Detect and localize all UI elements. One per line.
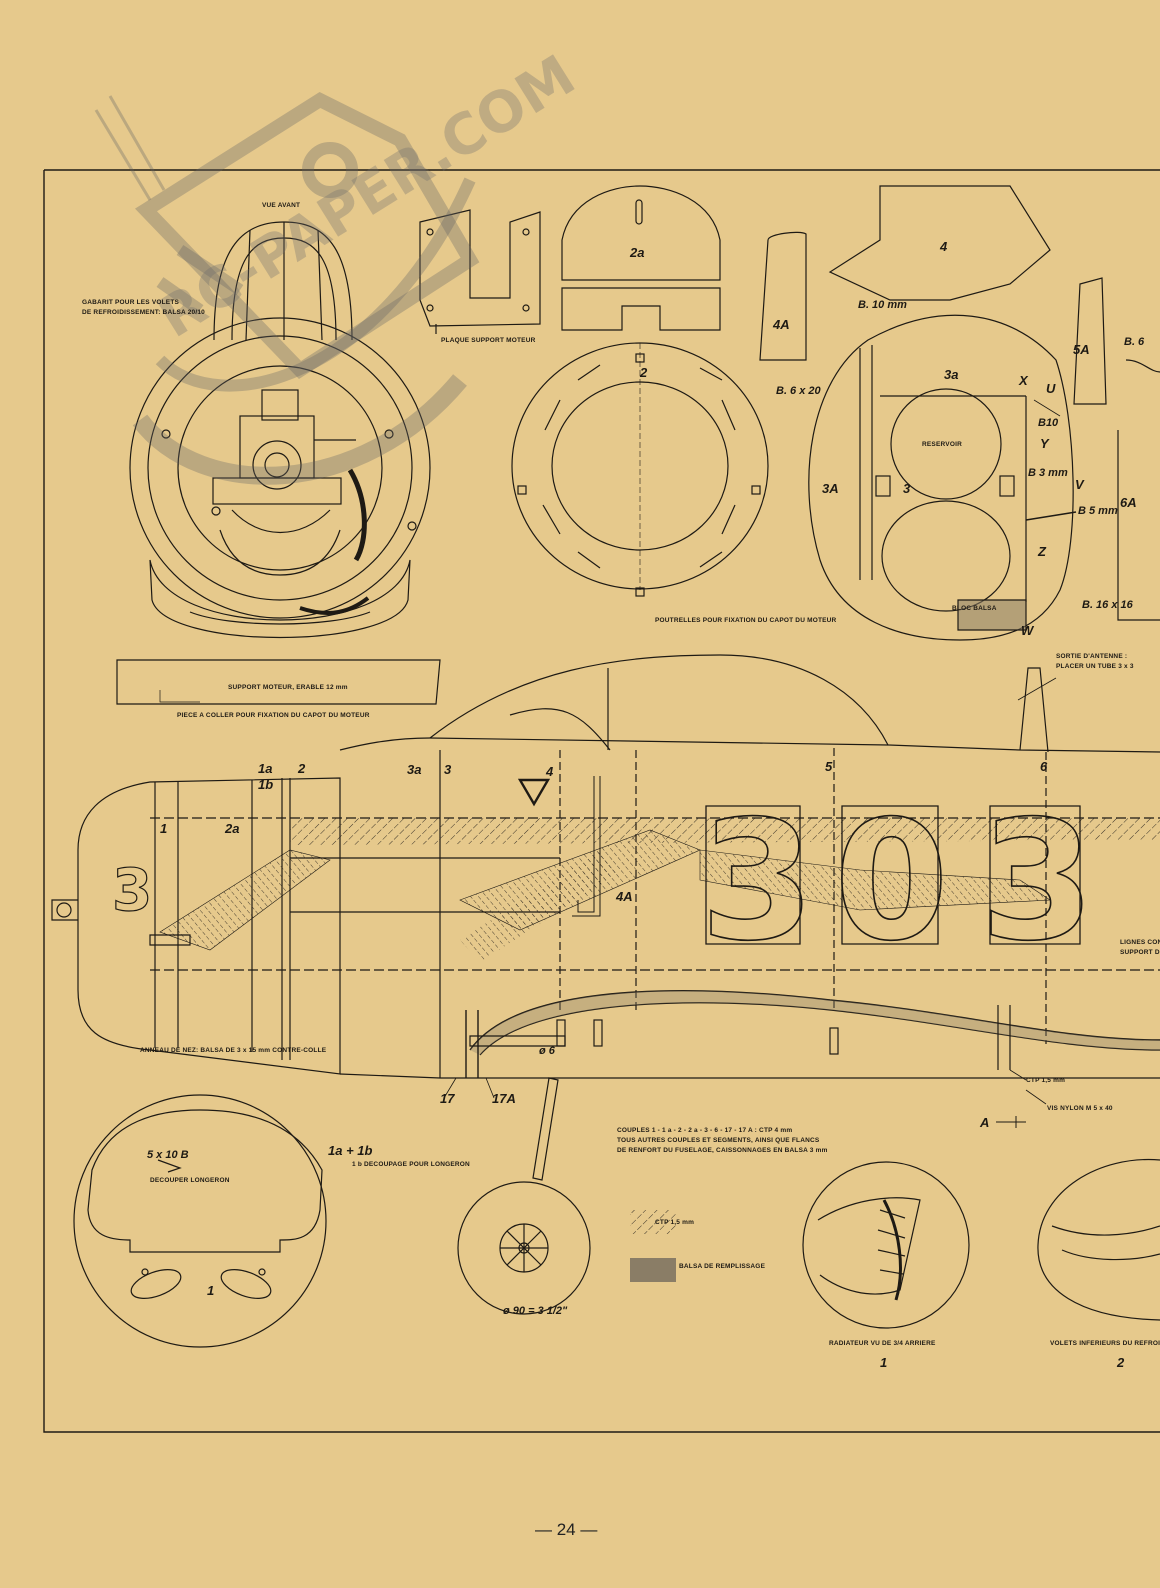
label-couples-2: TOUS AUTRES COUPLES ET SEGMENTS, AINSI Q… (617, 1137, 820, 1144)
registration-numerals (705, 805, 1081, 945)
label-lW: W (1021, 623, 1034, 638)
label-reservoir: RESERVOIR (922, 441, 962, 448)
label-roue: ø 90 = 3 1/2" (503, 1305, 568, 1317)
label-s5: 5 (825, 759, 833, 774)
label-ctp15a: CTP 1,5 mm (1026, 1077, 1066, 1084)
former-4A (759, 231, 807, 361)
former-1 (73, 1094, 327, 1348)
label-s1: 1 (160, 821, 168, 836)
label-vue-avant: VUE AVANT (262, 202, 301, 209)
flaps-detail (1037, 1158, 1160, 1321)
motor-mount-plate (419, 209, 541, 334)
label-p4A: 4A (773, 317, 790, 332)
label-p5A: 5A (1073, 342, 1090, 357)
label-s6: 6 (1040, 759, 1048, 774)
label-b6: B. 6 (1124, 336, 1145, 348)
page-frame (43, 169, 1160, 1433)
label-s17: 17 (440, 1091, 455, 1106)
label-lU: U (1046, 381, 1056, 396)
label-p3: 3 (903, 481, 911, 496)
label-fig2: 2 (1117, 1355, 1125, 1370)
label-p2-top: 2 (640, 365, 648, 380)
label-b10b: B10 (1038, 417, 1059, 429)
label-gabarit-1: GABARIT POUR LES VOLETS (82, 299, 180, 306)
label-p2a-top: 2a (630, 245, 645, 260)
numeral-3-first: 3 (700, 785, 815, 977)
label-ctp15b: CTP 1,5 mm (655, 1219, 695, 1226)
triangle-marking (517, 778, 551, 807)
numeral-0: 0 (834, 785, 949, 977)
label-s4A: 4A (616, 889, 633, 904)
label-s1a1b: 1a + 1b (328, 1143, 373, 1158)
label-b16: B. 16 x 16 (1082, 599, 1133, 611)
label-radiateur: RADIATEUR VU DE 3/4 ARRIERE (829, 1340, 936, 1347)
legend-ctp-swatch (630, 1210, 676, 1234)
former-2 (511, 342, 769, 597)
label-plaque: PLAQUE SUPPORT MOTEUR (441, 337, 536, 344)
legend-balsa-swatch (630, 1258, 676, 1282)
label-gabarit-2: DE REFROIDISSEMENT: BALSA 20/10 (82, 309, 205, 316)
label-lA: A (980, 1115, 990, 1130)
label-support-moteur: SUPPORT MOTEUR, ERABLE 12 mm (228, 684, 348, 691)
label-poutrelles: POUTRELLES POUR FIXATION DU CAPOT DU MOT… (655, 617, 837, 624)
label-s3a: 3a (407, 762, 422, 777)
label-p4: 4 (940, 239, 948, 254)
support-moteur-piece (116, 659, 441, 705)
label-bloc: BLOC BALSA (952, 605, 997, 612)
label-o6: ø 6 (539, 1045, 555, 1057)
label-piece: PIECE A COLLER POUR FIXATION DU CAPOT DU… (177, 712, 370, 719)
label-b10: B. 10 mm (858, 299, 907, 311)
label-p3a: 3a (944, 367, 959, 382)
label-decouper: DECOUPER LONGERON (150, 1177, 230, 1184)
label-couples-1: COUPLES 1 - 1 a - 2 - 2 a - 3 - 6 - 17 -… (617, 1127, 793, 1134)
landing-gear (457, 1077, 591, 1315)
label-b3mm: B 3 mm (1028, 467, 1068, 479)
label-s2: 2 (298, 761, 306, 776)
label-p6A: 6A (1120, 495, 1137, 510)
label-anneau: ANNEAU DE NEZ: BALSA DE 3 x 15 mm CONTRE… (140, 1047, 327, 1054)
former-4 (828, 185, 1051, 301)
label-b5mm: B 5 mm (1078, 505, 1118, 517)
label-x5x10: 5 x 10 B (147, 1149, 189, 1161)
label-lY: Y (1040, 436, 1049, 451)
label-s3: 3 (444, 762, 452, 777)
label-s2a: 2a (225, 821, 240, 836)
label-sortie-2: PLACER UN TUBE 3 x 3 (1056, 663, 1134, 670)
watermark-plate (94, 91, 480, 485)
label-balsa-rempl: BALSA DE REMPLISSAGE (679, 1263, 766, 1270)
fuselage-side-view (51, 654, 1160, 1079)
label-decoup-long: 1 b DECOUPAGE POUR LONGERON (352, 1161, 470, 1168)
label-s4: 4 (546, 764, 554, 779)
numeral-3-second: 3 (980, 785, 1095, 977)
label-s1a: 1a (258, 761, 273, 776)
front-view (129, 221, 431, 638)
label-s1b: 1b (258, 777, 274, 792)
label-couples-3: DE RENFORT DU FUSELAGE, CAISSONNAGES EN … (617, 1147, 828, 1154)
page-number: — 24 — (535, 1520, 598, 1539)
radiator-detail (802, 1161, 970, 1329)
label-p3A: 3A (822, 481, 839, 496)
nose-numeral: 3 (112, 856, 152, 924)
label-fig1: 1 (880, 1355, 888, 1370)
label-s17A: 17A (492, 1091, 516, 1106)
label-volets: VOLETS INFERIEURS DU REFROIDISSE (1050, 1340, 1160, 1347)
label-sortie-1: SORTIE D'ANTENNE : (1056, 653, 1128, 660)
label-lignes-1: LIGNES CONT (1120, 939, 1160, 946)
label-lX: X (1019, 373, 1028, 388)
former-2a (561, 185, 721, 331)
former-3-group (808, 314, 1160, 641)
label-b6x20: B. 6 x 20 (776, 385, 821, 397)
label-s1-bottom: 1 (207, 1283, 215, 1298)
label-lignes-2: SUPPORT DE (1120, 949, 1160, 956)
label-vis: VIS NYLON M 5 x 40 (1047, 1105, 1113, 1112)
former-5A (1073, 277, 1107, 405)
label-lZ: Z (1038, 544, 1046, 559)
label-lV: V (1075, 477, 1084, 492)
